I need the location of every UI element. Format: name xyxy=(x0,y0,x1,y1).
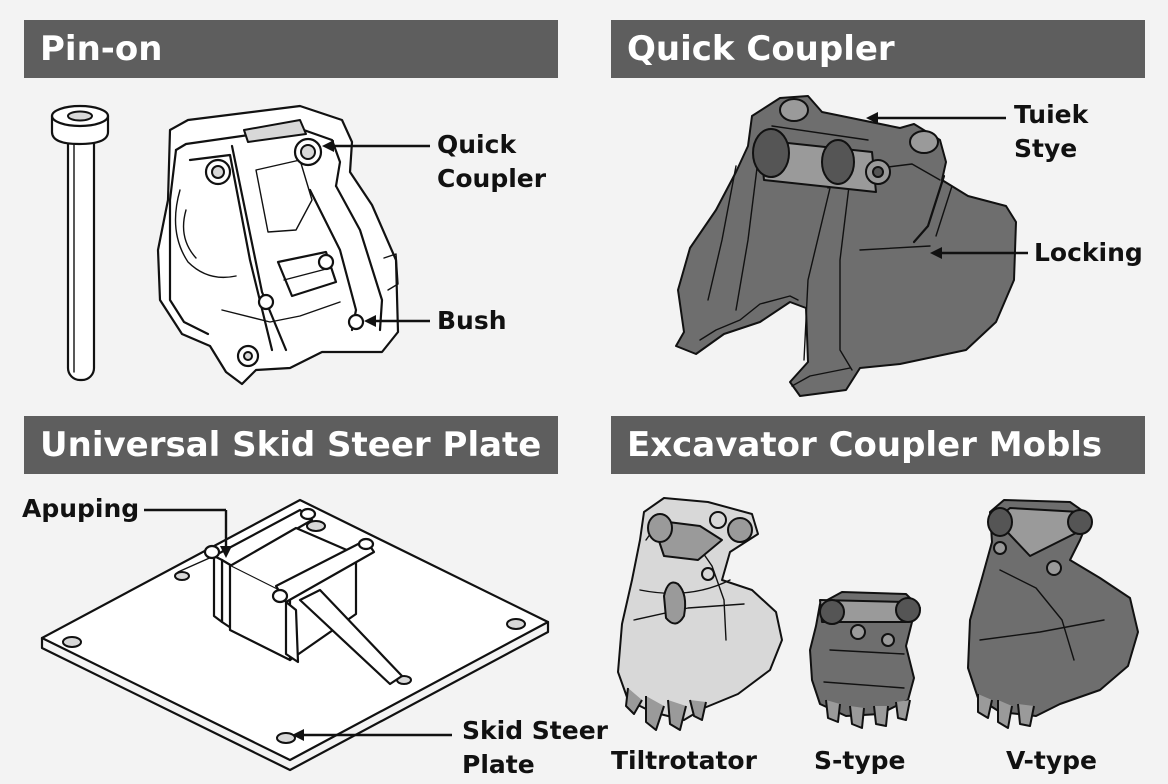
locking-callout-label: Locking xyxy=(1034,238,1143,267)
tuiek-stye-callout-label: Tuiek Stye xyxy=(1014,98,1088,166)
tuiek-callout-line1: Tuiek xyxy=(1014,100,1089,129)
s-type-label: S-type xyxy=(814,746,906,775)
pin-illustration xyxy=(50,104,110,382)
excavator-title: Excavator Coupler Mobls xyxy=(627,425,1103,465)
pin-on-title: Pin-on xyxy=(40,29,163,69)
skid-steer-callout-line2: Plate xyxy=(462,750,535,779)
v-type-illustration xyxy=(967,499,1139,729)
pin-on-callout-arrows xyxy=(322,140,430,327)
bush-callout-label: Bush xyxy=(437,306,507,335)
skid-steer-callout-line1: Skid Steer xyxy=(462,716,608,745)
quick-coupler-title: Quick Coupler xyxy=(627,29,895,69)
tiltrotator-label: Tiltrotator xyxy=(611,746,757,775)
quick-coupler-banner: Quick Coupler xyxy=(611,20,1145,78)
quick-coupler-callout-arrows xyxy=(866,112,1028,259)
v-type-label: V-type xyxy=(1006,746,1098,775)
tuiek-callout-line2: Stye xyxy=(1014,134,1078,163)
quick-coupler-illustration xyxy=(675,95,1017,397)
apuping-callout-label: Apuping xyxy=(22,494,140,523)
skid-steer-banner: Universal Skid Steer Plate xyxy=(24,416,558,474)
pin-on-coupler-illustration xyxy=(156,104,400,386)
tiltrotator-illustration xyxy=(617,497,783,731)
skid-steer-title: Universal Skid Steer Plate xyxy=(40,425,542,465)
s-type-illustration xyxy=(809,591,921,729)
quick-coupler-callout-line1: Quick xyxy=(437,130,517,159)
skid-steer-plate-illustration xyxy=(40,498,550,772)
quick-coupler-callout-label: Quick Coupler xyxy=(437,128,546,196)
skid-steer-plate-callout-label: Skid Steer Plate xyxy=(462,714,608,782)
skid-steer-callout-arrows xyxy=(144,508,452,741)
pin-on-banner: Pin-on xyxy=(24,20,558,78)
quick-coupler-callout-line2: Coupler xyxy=(437,164,547,193)
excavator-banner: Excavator Coupler Mobls xyxy=(611,416,1145,474)
